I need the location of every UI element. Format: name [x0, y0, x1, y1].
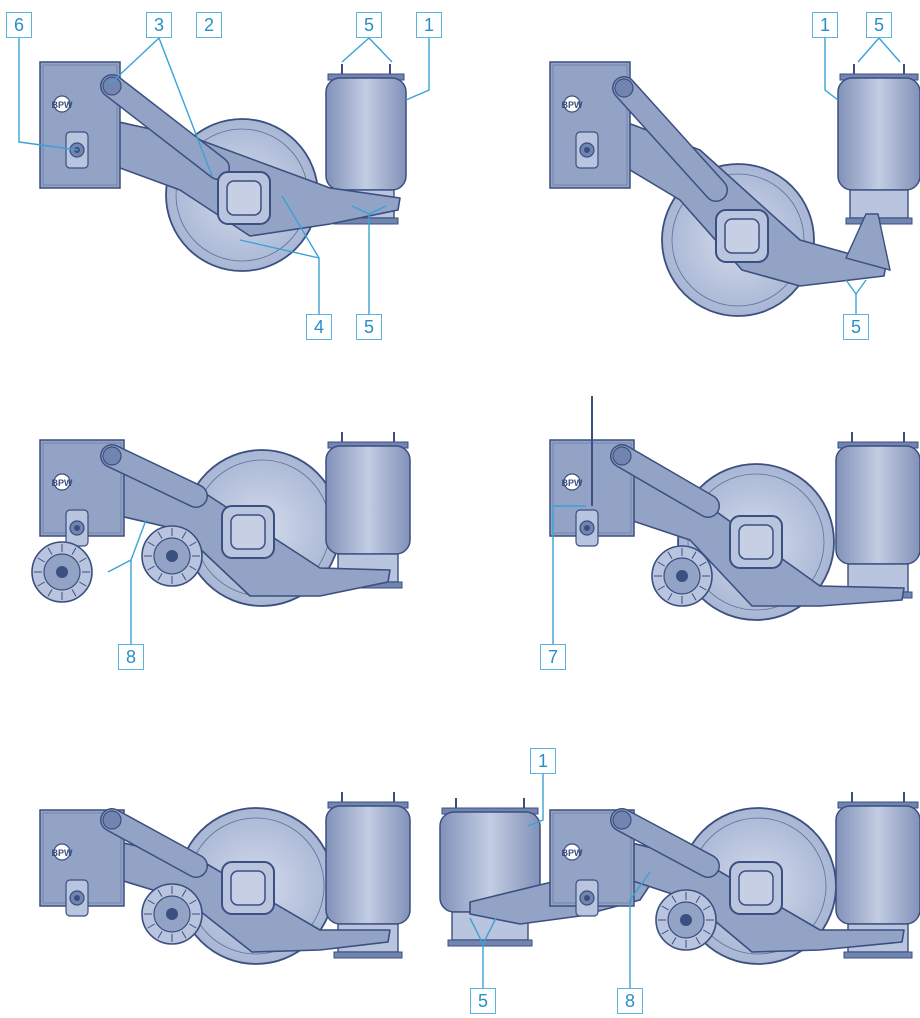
svg-text:BPW: BPW: [52, 100, 74, 110]
callout-5-bottom-left: 5: [470, 988, 496, 1014]
svg-text:BPW: BPW: [52, 848, 74, 858]
callout-4: 4: [306, 314, 332, 340]
callout-leader-line: [368, 205, 387, 215]
callout-3: 3: [146, 12, 172, 38]
callout-leader-line: [629, 871, 651, 988]
callout-leader-line: [158, 37, 213, 177]
callout-5-right-bottom: 5: [843, 314, 869, 340]
callout-1-top: 1: [416, 12, 442, 38]
callout-8-bottom: 8: [617, 988, 643, 1014]
callout-8-middle: 8: [118, 644, 144, 670]
callout-leader-line: [18, 38, 79, 151]
callout-5-top: 5: [356, 12, 382, 38]
svg-text:BPW: BPW: [562, 478, 584, 488]
callout-leader-line: [239, 239, 320, 259]
callout-leader-line: [109, 37, 160, 85]
callout-1-right: 1: [812, 12, 838, 38]
svg-text:BPW: BPW: [562, 100, 584, 110]
svg-text:BPW: BPW: [562, 848, 584, 858]
callout-leader-line: [845, 279, 857, 314]
callout-leader-line: [855, 279, 867, 295]
callout-leader-line: [527, 774, 544, 827]
panel-bottom-right: BPW: [439, 792, 920, 965]
callout-leader-line: [824, 38, 839, 101]
callout-leader-line: [552, 505, 586, 644]
callout-leader-line: [341, 37, 370, 63]
callout-leader-line: [482, 917, 497, 945]
callout-leader-line: [405, 38, 430, 101]
callout-leader-line: [857, 37, 880, 63]
callout-leader-line: [368, 37, 393, 63]
panel-middle-right: BPW: [549, 396, 920, 621]
callout-2: 2: [196, 12, 222, 38]
svg-text:BPW: BPW: [52, 478, 74, 488]
panel-bottom-left: BPW: [39, 792, 411, 965]
callout-5-bottom: 5: [356, 314, 382, 340]
callout-leader-line: [130, 519, 147, 561]
callout-5-right-top: 5: [866, 12, 892, 38]
callout-leader-line: [107, 558, 132, 644]
panel-middle-left: BPW: [31, 432, 411, 607]
callout-leader-line: [878, 37, 901, 63]
callout-7: 7: [540, 644, 566, 670]
panel-top-right: BPW: [549, 61, 920, 317]
panel-top-left: BPW: [39, 61, 407, 272]
callout-1-bottom: 1: [530, 748, 556, 774]
callout-6: 6: [6, 12, 32, 38]
